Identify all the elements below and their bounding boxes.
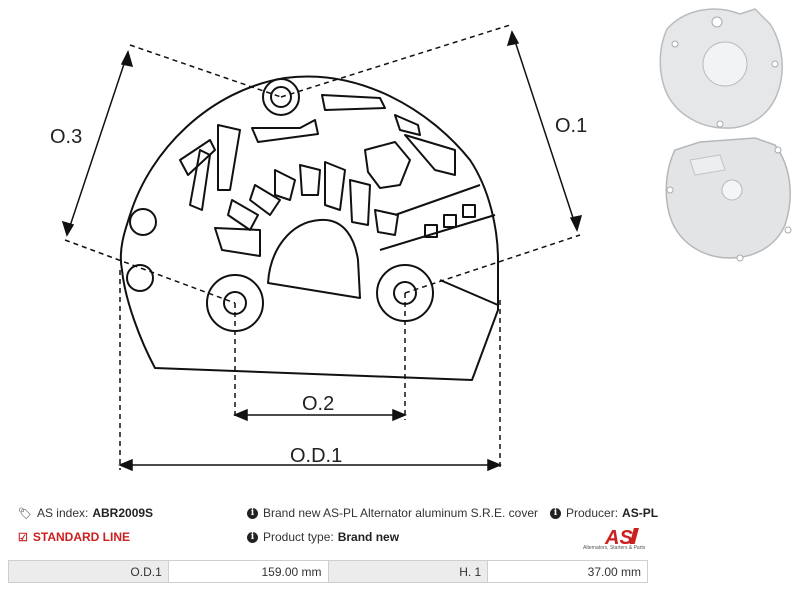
product-description: Brand new AS-PL Alternator aluminum S.R.… [263, 506, 539, 520]
cover-outline [119, 75, 499, 381]
product-photo-top [659, 8, 783, 129]
spec-value: 159.00 mm [167, 560, 329, 583]
dimension-label-o1: O.1 [555, 115, 587, 137]
checkbox-icon: ☑ [18, 531, 28, 544]
product-type-value: Brand new [337, 530, 400, 544]
product-line-row: ☑ STANDARD LINE [18, 530, 130, 544]
spec-key: O.D.1 [8, 560, 169, 583]
dimension-label-o2: O.2 [302, 393, 334, 415]
product-type-label: Product type: [263, 530, 334, 544]
dimension-label-o3: O.3 [50, 126, 82, 148]
as-index-label: AS index: [36, 506, 89, 520]
product-photo-bottom [665, 137, 792, 262]
description-row: i Brand new AS-PL Alternator aluminum S.… [247, 506, 538, 520]
as-pl-logo: AS [604, 527, 639, 549]
producer-label: Producer: [566, 506, 619, 520]
technical-drawing: O.3 O.1 O.2 O.D.1 [50, 24, 587, 472]
producer-value: AS-PL [622, 506, 659, 520]
as-index-value: ABR2009S [92, 506, 154, 520]
info-icon: i [550, 507, 561, 519]
product-line-label: STANDARD LINE [32, 530, 130, 544]
spec-value: 37.00 mm [487, 560, 648, 583]
tag-icon: 🏷︎ [18, 507, 32, 520]
logo-subtitle: Alternators, Starters & Parts [583, 545, 646, 551]
product-type-row: i Product type: Brand new [247, 530, 399, 544]
as-index-row: 🏷︎ AS index: ABR2009S [18, 506, 153, 520]
svg-text:AS: AS [604, 527, 633, 549]
spec-table: O.D.1 159.00 mm H. 1 37.00 mm [8, 560, 648, 583]
producer-row: i Producer: AS-PL [550, 506, 658, 520]
info-icon: i [247, 507, 258, 519]
info-icon: i [247, 531, 258, 543]
table-row: O.D.1 159.00 mm H. 1 37.00 mm [8, 560, 648, 583]
spec-key: H. 1 [327, 560, 489, 583]
dimension-label-od1: O.D.1 [290, 445, 342, 467]
